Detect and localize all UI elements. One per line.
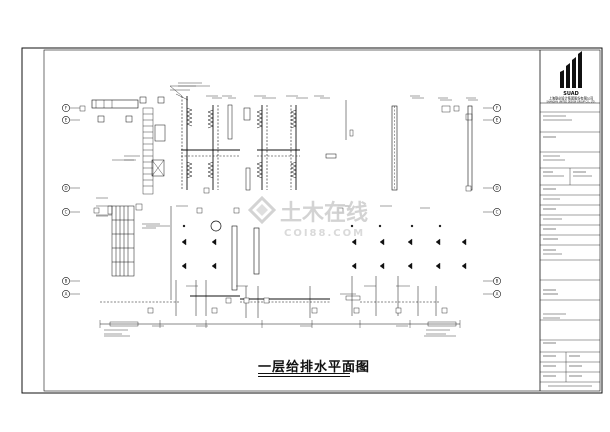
drawing-scale: 1:100 (348, 364, 369, 372)
axis-label-left-a: A (65, 292, 68, 297)
axis-label-left-c: C (65, 210, 68, 215)
axis-label-right-b: B (496, 279, 499, 284)
pipe-tags (79, 105, 472, 314)
title-underline (258, 373, 350, 377)
axis-label-right-c: C (496, 210, 499, 215)
drawing-title: 一层给排水平面图 (258, 360, 371, 375)
axis-marker-left-c (62, 208, 70, 216)
axis-marker-left-e (62, 116, 70, 124)
axis-marker-left-d (62, 184, 70, 192)
axis-marker-right-f (493, 104, 501, 112)
company-name-cn: 上海联创设计集团股份有限公司 (549, 96, 594, 101)
fixture-symbols (181, 224, 467, 270)
watermark-logo-icon (247, 195, 277, 225)
sheet-border (21, 47, 603, 394)
axis-marker-left-b (62, 277, 70, 285)
annotations (96, 82, 476, 335)
axis-label-left-b: B (65, 279, 68, 284)
floor-plan (91, 85, 478, 337)
axis-label-right-a: A (496, 292, 499, 297)
axis-label-left-e: E (65, 118, 68, 123)
watermark-text-en: COI88.COM (284, 228, 365, 239)
axis-marker-left-a (62, 290, 70, 298)
axis-label-left-d: D (64, 186, 67, 191)
axis-label-right-f: F (496, 106, 499, 111)
axis-marker-right-c (493, 208, 501, 216)
axis-marker-left-f (62, 104, 70, 112)
watermark-text-cn: 土木在线 (280, 200, 368, 226)
inner-border (43, 49, 601, 392)
axis-marker-right-b (493, 277, 501, 285)
watermark: 土木在线 COI88.COM (247, 195, 368, 239)
suad-logo (560, 51, 582, 88)
axis-markers-right (493, 104, 501, 298)
company-name-en: SHANGHAI UNITED DESIGN GROUP CO., LTD. (547, 101, 596, 104)
axis-label-left-f: F (65, 106, 68, 111)
axis-markers-left (62, 104, 70, 298)
axis-marker-right-e (493, 116, 501, 124)
axis-label-right-d: D (495, 186, 498, 191)
logo-name: SUAD (563, 91, 579, 97)
axis-marker-right-a (493, 290, 501, 298)
axis-label-right-e: E (496, 118, 499, 123)
title-block (539, 50, 600, 391)
axis-marker-right-d (493, 184, 501, 192)
